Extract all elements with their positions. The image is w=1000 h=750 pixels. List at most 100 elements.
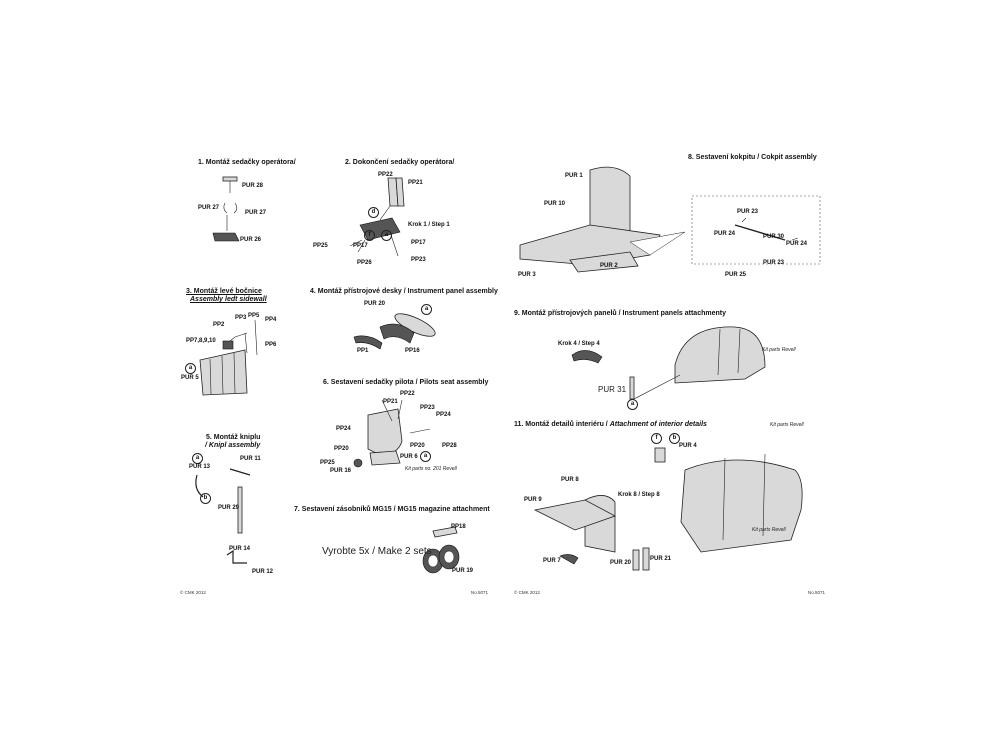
label-pur12: PUR 12 bbox=[252, 569, 274, 575]
label-pp21: PP21 bbox=[383, 399, 398, 405]
label-pp22: PP22 bbox=[378, 172, 393, 178]
step11-title: 11. Montáž detailů interiéru / Attachmen… bbox=[514, 420, 707, 429]
marker-a: a bbox=[381, 230, 392, 241]
step8-diagram bbox=[519, 166, 821, 273]
label-pur8: PUR 8 bbox=[561, 477, 579, 483]
label-pur4: PUR 4 bbox=[679, 443, 697, 449]
marker-a: a bbox=[627, 399, 638, 410]
copyright-right: © CMK 2012 bbox=[514, 590, 540, 595]
marker-a: a bbox=[420, 451, 431, 462]
step2-title: 2. Dokončení sedačky operátora/ bbox=[345, 159, 455, 166]
label-pur26: PUR 26 bbox=[240, 237, 262, 243]
label-krok1-step1: Krok 1 / Step 1 bbox=[408, 222, 450, 228]
label-pur5: PUR 5 bbox=[181, 375, 199, 381]
label-pur2: PUR 2 bbox=[600, 263, 618, 269]
step9-title: 9. Montáž přístrojových panelů / Instrum… bbox=[514, 310, 726, 317]
step3-title-2: Assembly ledt sidewall bbox=[190, 296, 267, 303]
step11-title-italic: Attachment of interior details bbox=[609, 421, 707, 428]
step2-diagram bbox=[349, 177, 405, 257]
label-pp1: PP1 bbox=[357, 348, 369, 354]
label-pp18: PP18 bbox=[451, 524, 466, 530]
step4-title: 4. Montáž přístrojové desky / Instrument… bbox=[310, 288, 498, 295]
kit-parts-note-2: Kit parts Revell bbox=[752, 527, 786, 533]
kit-parts-note: Kit parts no. 201 Revell bbox=[405, 466, 457, 472]
step11-diagram bbox=[533, 447, 803, 571]
label-pp6: PP6 bbox=[265, 342, 277, 348]
step1-diagram bbox=[212, 176, 240, 242]
label-pp17-a: PP17 bbox=[353, 243, 368, 249]
label-pur23-b: PUR 23 bbox=[763, 260, 785, 266]
step4-diagram bbox=[353, 313, 436, 350]
step6-title: 6. Sestavení sedačky pilota / Pilots sea… bbox=[323, 379, 489, 386]
step11-title-plain: 11. Montáž detailů interiéru / bbox=[514, 421, 610, 428]
label-pur27-b: PUR 27 bbox=[245, 210, 267, 216]
label-pur20: PUR 20 bbox=[610, 560, 632, 566]
label-pp23: PP23 bbox=[411, 257, 426, 263]
label-krok4-step4: Krok 4 / Step 4 bbox=[558, 341, 600, 347]
label-pp25: PP25 bbox=[320, 460, 335, 466]
label-pur21: PUR 21 bbox=[650, 556, 672, 562]
label-pp23: PP23 bbox=[420, 405, 435, 411]
step7-title: 7. Sestavení zásobníků MG15 / MG15 magaz… bbox=[294, 506, 490, 513]
marker-a: a bbox=[185, 363, 196, 374]
label-pp20-a: PP20 bbox=[334, 446, 349, 452]
label-pur16: PUR 16 bbox=[330, 468, 352, 474]
label-pur25: PUR 25 bbox=[725, 272, 747, 278]
label-pur20: PUR 20 bbox=[364, 301, 386, 307]
label-pur14: PUR 14 bbox=[229, 546, 251, 552]
label-pur27-a: PUR 27 bbox=[198, 205, 220, 211]
make-sets-text: Vyrobte 5x / Make 2 sets bbox=[322, 546, 432, 557]
step3-title-1: 3. Montáž levé bočnice bbox=[186, 288, 262, 295]
kit-parts-note: Kit parts Revell bbox=[762, 347, 796, 353]
label-pur6: PUR 6 bbox=[400, 454, 418, 460]
label-pur9: PUR 9 bbox=[524, 497, 542, 503]
label-pur10: PUR 10 bbox=[544, 201, 566, 207]
label-pp26: PP26 bbox=[357, 260, 372, 266]
step8-title: 8. Sestavení kokpitu / Cokpit assembly bbox=[688, 154, 817, 161]
step1-title: 1. Montáž sedačky operátora/ bbox=[198, 159, 296, 166]
label-pur29: PUR 29 bbox=[218, 505, 240, 511]
label-pp16: PP16 bbox=[405, 348, 420, 354]
label-pur7: PUR 7 bbox=[543, 558, 561, 564]
label-pur3: PUR 3 bbox=[518, 272, 536, 278]
step3-diagram bbox=[199, 319, 258, 396]
step9-diagram bbox=[571, 326, 766, 400]
label-pur11: PUR 11 bbox=[240, 456, 261, 462]
label-pp4: PP4 bbox=[265, 317, 277, 323]
label-pp24-b: PP24 bbox=[336, 426, 351, 432]
marker-d: d bbox=[368, 207, 379, 218]
label-pp2: PP2 bbox=[213, 322, 225, 328]
label-pur31: PUR 31 bbox=[598, 385, 627, 394]
step5-title-2: / Knipl assembly bbox=[205, 442, 261, 449]
step7-diagram bbox=[422, 526, 460, 574]
label-pur30: PUR 30 bbox=[763, 234, 785, 240]
kit-parts-note-1: Kit parts Revell bbox=[770, 422, 804, 428]
label-pp24-a: PP24 bbox=[436, 412, 451, 418]
page-number-right: No.5071 bbox=[808, 590, 826, 595]
label-pp25: PP25 bbox=[313, 243, 328, 249]
label-pp20-b: PP20 bbox=[410, 443, 425, 449]
label-pp5: PP5 bbox=[248, 313, 260, 319]
label-pur19: PUR 19 bbox=[452, 568, 474, 574]
label-pp3: PP3 bbox=[235, 315, 247, 321]
label-pp21: PP21 bbox=[408, 180, 423, 186]
marker-a: a bbox=[192, 453, 203, 464]
step6-diagram bbox=[353, 399, 431, 468]
page-number-left: No.5071 bbox=[471, 590, 489, 595]
marker-f: f bbox=[651, 433, 662, 444]
label-pp22: PP22 bbox=[400, 391, 415, 397]
label-pur24-a: PUR 24 bbox=[714, 231, 736, 237]
marker-a: a bbox=[421, 304, 432, 315]
marker-f: f bbox=[364, 230, 375, 241]
marker-b: b bbox=[669, 433, 680, 444]
label-pur1: PUR 1 bbox=[565, 173, 583, 179]
label-krok8-step8: Krok 8 / Step 8 bbox=[618, 492, 660, 498]
step5-title-1: 5. Montáž kniplu bbox=[206, 434, 261, 441]
copyright-left: © CMK 2012 bbox=[180, 590, 206, 595]
label-pp28: PP28 bbox=[442, 443, 457, 449]
label-pur28: PUR 28 bbox=[242, 183, 264, 189]
label-pp7-10: PP7,8,9,10 bbox=[186, 338, 216, 344]
step5-diagram bbox=[195, 468, 251, 564]
label-pp17-b: PP17 bbox=[411, 240, 426, 246]
label-pur23-a: PUR 23 bbox=[737, 209, 759, 215]
